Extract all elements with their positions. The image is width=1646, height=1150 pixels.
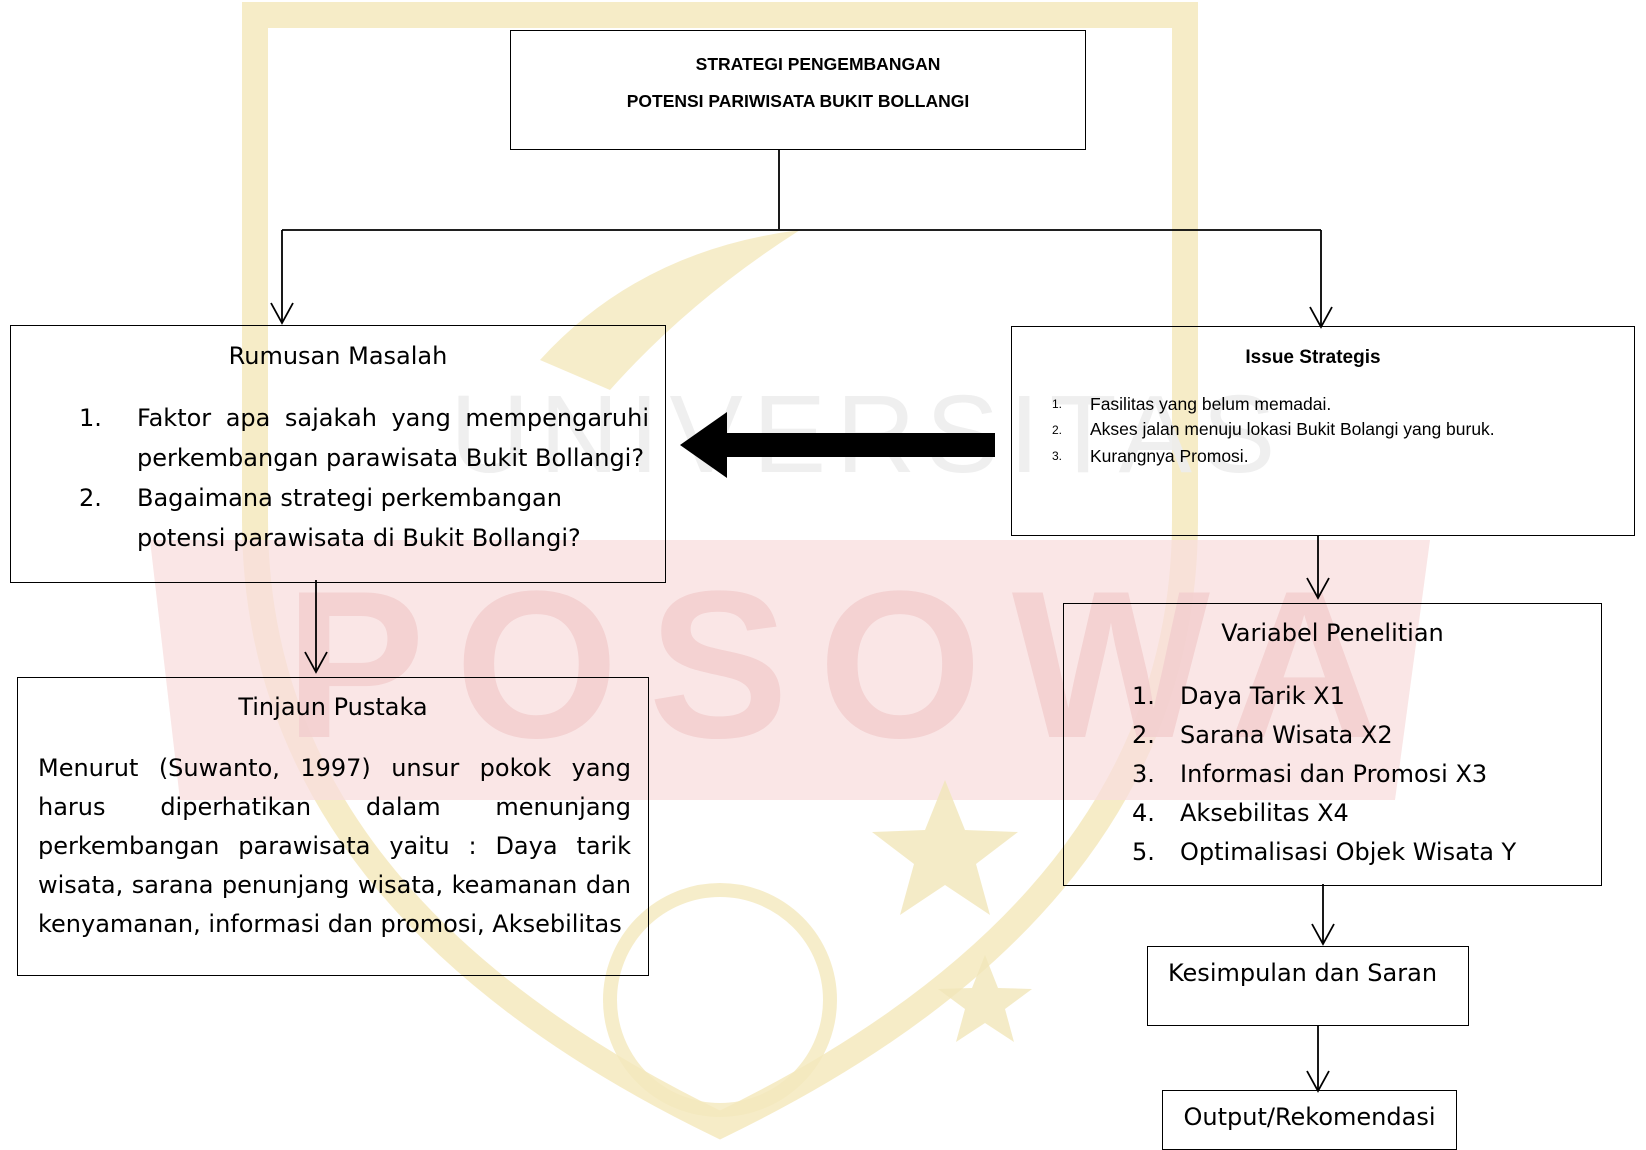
item-number: 1.	[1052, 397, 1063, 411]
big-left-arrow	[680, 412, 995, 478]
kesimpulan-box: Kesimpulan dan Saran	[1147, 946, 1469, 1026]
variabel-box: Variabel Penelitian 1. Daya Tarik X1 2. …	[1063, 603, 1602, 886]
item-text: Akses jalan menuju lokasi Bukit Bolangi …	[1090, 419, 1495, 439]
watermark-banner	[150, 540, 1430, 800]
issue-title: Issue Strategis	[1245, 347, 1381, 368]
item-text: Sarana Wisata X2	[1180, 721, 1393, 749]
item-text: Bagaimana strategi perkembangan potensi …	[137, 484, 581, 552]
variabel-list: 1. Daya Tarik X1 2. Sarana Wisata X2 3. …	[1132, 677, 1592, 872]
kesimpulan-label: Kesimpulan dan Saran	[1168, 959, 1438, 987]
arrowhead	[1309, 306, 1333, 329]
output-label: Output/Rekomendasi	[1183, 1103, 1436, 1131]
item-text: Aksebilitas X4	[1180, 799, 1349, 827]
arrowhead	[1311, 923, 1335, 946]
issue-list: 1. Fasilitas yang belum memadai. 2. Akse…	[1052, 391, 1542, 469]
arrowhead	[270, 302, 294, 325]
item-text: Kurangnya Promosi.	[1090, 446, 1249, 466]
output-box: Output/Rekomendasi	[1162, 1090, 1457, 1150]
item-text: Daya Tarik X1	[1180, 682, 1345, 710]
title-box: STRATEGI PENGEMBANGAN POTENSI PARIWISATA…	[510, 30, 1086, 150]
arrowhead	[304, 651, 328, 674]
arrowhead	[1306, 1070, 1330, 1093]
title-line-2: POTENSI PARIWISATA BUKIT BOLLANGI	[626, 91, 970, 111]
item-text: Optimalisasi Objek Wisata Y	[1180, 838, 1517, 866]
item-number: 1.	[79, 404, 102, 432]
arrowhead	[1306, 577, 1330, 600]
tinjauan-box: Tinjaun Pustaka Menurut (Suwanto, 1997) …	[17, 677, 649, 976]
title-line-1: STRATEGI PENGEMBANGAN	[695, 54, 941, 74]
item-text: Fasilitas yang belum memadai.	[1090, 394, 1332, 414]
watermark-star	[938, 955, 1032, 1042]
item-number: 1.	[1132, 682, 1155, 710]
variabel-item: 2. Sarana Wisata X2	[1132, 716, 1592, 755]
item-number: 3.	[1052, 449, 1063, 463]
watermark-flame	[540, 230, 800, 390]
item-number: 4.	[1132, 799, 1155, 827]
issue-item: 2. Akses jalan menuju lokasi Bukit Bolan…	[1052, 417, 1542, 443]
item-number: 2.	[79, 484, 102, 512]
rumusan-title: Rumusan Masalah	[228, 342, 448, 370]
variabel-item: 5. Optimalisasi Objek Wisata Y	[1132, 833, 1592, 872]
rumusan-box: Rumusan Masalah 1. Faktor apa sajakah ya…	[10, 325, 666, 583]
watermark-globe	[603, 883, 837, 1117]
rumusan-item: 2. Bagaimana strategi perkembangan poten…	[79, 478, 649, 558]
item-number: 2.	[1052, 423, 1063, 437]
issue-item: 3. Kurangnya Promosi.	[1052, 443, 1542, 469]
variabel-title: Variabel Penelitian	[1221, 619, 1444, 647]
tinjauan-title: Tinjaun Pustaka	[238, 693, 428, 721]
variabel-item: 4. Aksebilitas X4	[1132, 794, 1592, 833]
item-text: Faktor apa sajakah yang mempengaruhi per…	[137, 404, 649, 472]
watermark-star	[872, 780, 1018, 915]
issue-item: 1. Fasilitas yang belum memadai.	[1052, 391, 1542, 417]
item-text: Informasi dan Promosi X3	[1180, 760, 1488, 788]
watermark-logo-text: POSOWA	[285, 547, 1411, 782]
item-number: 3.	[1132, 760, 1155, 788]
rumusan-list: 1. Faktor apa sajakah yang mempengaruhi …	[79, 398, 649, 558]
item-number: 5.	[1132, 838, 1155, 866]
tinjauan-body: Menurut (Suwanto, 1997) unsur pokok yang…	[38, 754, 631, 938]
variabel-item: 3. Informasi dan Promosi X3	[1132, 755, 1592, 794]
item-number: 2.	[1132, 721, 1155, 749]
variabel-item: 1. Daya Tarik X1	[1132, 677, 1592, 716]
rumusan-item: 1. Faktor apa sajakah yang mempengaruhi …	[79, 398, 649, 478]
issue-box: Issue Strategis 1. Fasilitas yang belum …	[1011, 326, 1635, 536]
